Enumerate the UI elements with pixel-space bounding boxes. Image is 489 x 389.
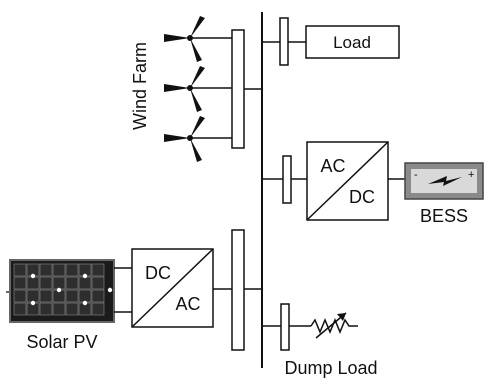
wind-farm-label: Wind Farm bbox=[130, 42, 150, 130]
pv-bus bbox=[231, 229, 245, 351]
battery-icon: - + bbox=[404, 162, 484, 200]
dc-ac-bottom-label: AC bbox=[175, 294, 200, 314]
load-branch: Load bbox=[262, 17, 400, 66]
load-box bbox=[305, 25, 400, 59]
bess-breaker bbox=[282, 155, 292, 204]
battery-negative-sign: - bbox=[414, 169, 418, 181]
ac-dc-top-label: AC bbox=[320, 156, 345, 176]
wind-turbine-icon bbox=[163, 65, 236, 113]
wind-turbine-icon bbox=[163, 115, 236, 163]
wind-farm: Wind Farm bbox=[130, 15, 262, 163]
battery-positive-sign: + bbox=[468, 169, 474, 181]
load-label: Load bbox=[333, 33, 371, 52]
wind-turbine-icon bbox=[163, 15, 236, 63]
dump-load-breaker bbox=[280, 303, 290, 351]
load-breaker bbox=[279, 17, 289, 66]
ac-dc-bottom-label: DC bbox=[349, 187, 375, 207]
dump-load-branch: Dump Load bbox=[262, 303, 378, 378]
dump-load-label: Dump Load bbox=[284, 358, 377, 378]
solar-branch: Solar PV DC AC bbox=[6, 229, 262, 352]
wind-bus bbox=[231, 29, 245, 149]
bess-label: BESS bbox=[420, 206, 468, 226]
dc-ac-top-label: DC bbox=[145, 263, 171, 283]
solar-pv-label: Solar PV bbox=[26, 332, 97, 352]
bess-branch: AC DC - + BESS bbox=[262, 141, 484, 226]
solar-panel-icon bbox=[6, 259, 115, 323]
variable-resistor-icon bbox=[310, 312, 358, 339]
